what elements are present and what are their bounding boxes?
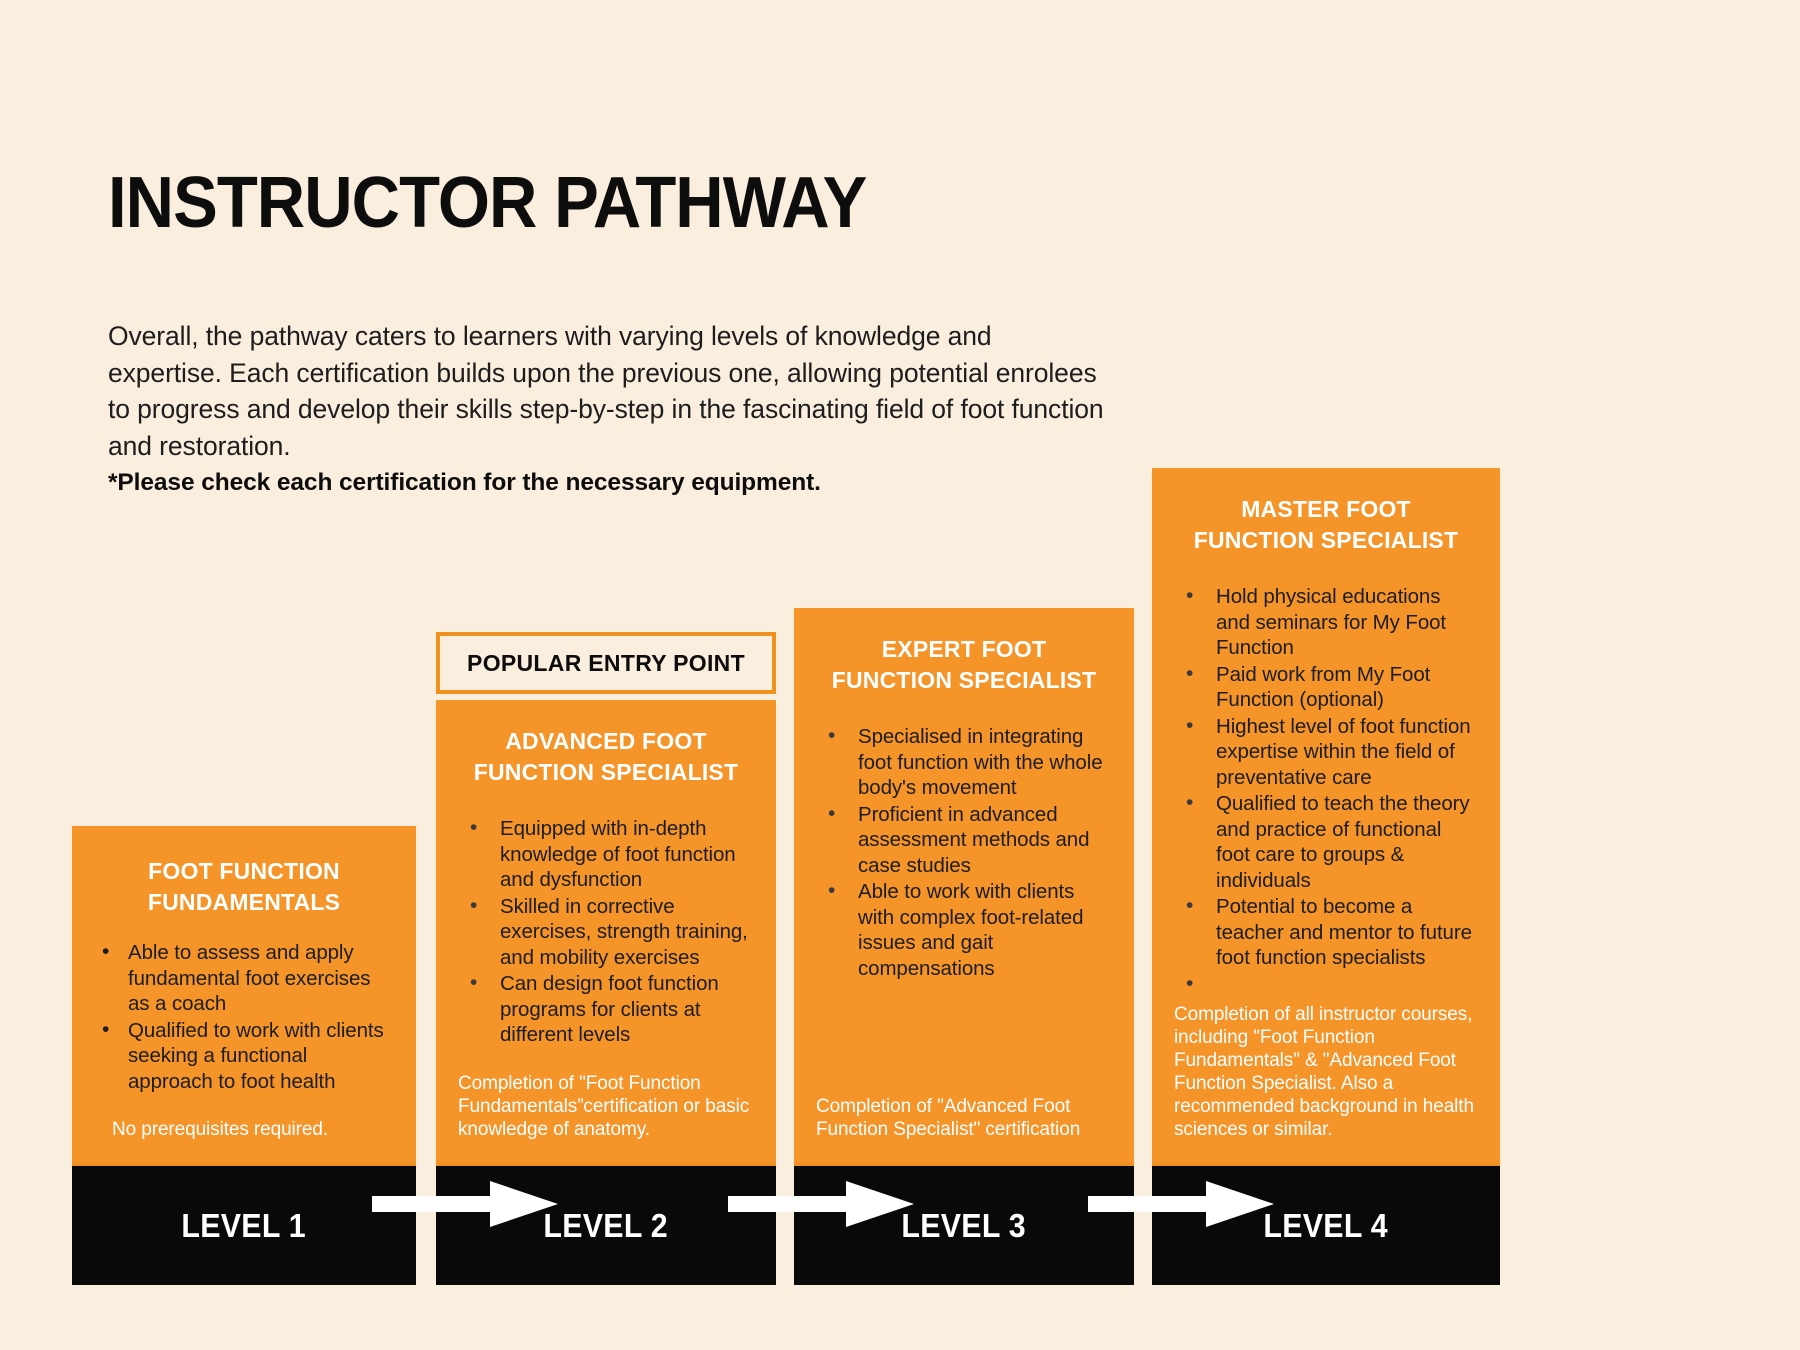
list-item: Highest level of foot function expertise… [1174,713,1478,791]
level-bar-level-3: LEVEL 3 [794,1163,1134,1285]
list-item: Hold physical educations and seminars fo… [1174,583,1478,661]
benefit-list-level-1: Able to assess and apply fundamental foo… [94,939,394,1095]
prerequisite-note-level-4: Completion of all instructor courses, in… [1174,1004,1474,1140]
card-title-line-1: ADVANCED FOOT [505,728,707,754]
benefit-list-level-4: Hold physical educations and seminars fo… [1174,583,1478,996]
level-label-level-2: LEVEL 2 [543,1206,669,1244]
benefit-list-level-2: Equipped with in-depth knowledge of foot… [458,815,754,1048]
list-item: Proficient in advanced assessment method… [816,801,1112,879]
card-title-line-1: FOOT FUNCTION [148,858,340,884]
level-label-level-3: LEVEL 3 [901,1206,1027,1244]
card-title-level-3: EXPERT FOOT FUNCTION SPECIALIST [816,608,1112,696]
card-title-line-1: MASTER FOOT [1241,496,1411,522]
intro-paragraph: Overall, the pathway caters to learners … [108,321,1104,461]
level-label-level-1: LEVEL 1 [181,1206,307,1244]
list-item: Qualified to work with clients seeking a… [94,1017,394,1095]
list-item: Equipped with in-depth knowledge of foot… [458,815,754,893]
prerequisite-note-level-3: Completion of "Advanced Foot Function Sp… [816,1096,1081,1140]
list-item: Paid work from My Foot Function (optiona… [1174,661,1478,713]
pathway-column-level-2: POPULAR ENTRY POINT ADVANCED FOOT FUNCTI… [436,632,776,1285]
level-bar-level-4: LEVEL 4 [1152,1163,1500,1285]
pathway-column-level-3: EXPERT FOOT FUNCTION SPECIALIST Speciali… [794,608,1134,1285]
prerequisite-note-level-2: Completion of "Foot Function Fundamental… [458,1073,750,1140]
list-item: Skilled in corrective exercises, strengt… [458,893,754,971]
card-title-line-2: FUNDAMENTALS [147,889,341,915]
benefit-list-level-3: Specialised in integrating foot function… [816,723,1112,981]
card-title-level-4: MASTER FOOT FUNCTION SPECIALIST [1174,468,1478,556]
card-title-line-2: FUNCTION SPECIALIST [473,759,739,785]
prerequisite-note-level-1: No prerequisites required. [112,1119,329,1140]
pathway-column-level-1: FOOT FUNCTION FUNDAMENTALS Able to asses… [72,826,416,1285]
card-title-level-1: FOOT FUNCTION FUNDAMENTALS [94,826,394,918]
card-title-line-2: FUNCTION SPECIALIST [831,667,1097,693]
popular-entry-point-banner: POPULAR ENTRY POINT [436,632,776,694]
intro-equipment-note: *Please check each certification for the… [108,469,821,496]
list-item: Qualified to teach the theory and practi… [1174,790,1478,893]
list-item: Can design foot function programs for cl… [458,970,754,1048]
certification-card-level-2: ADVANCED FOOT FUNCTION SPECIALIST Equipp… [436,700,776,1163]
level-bar-level-2: LEVEL 2 [436,1163,776,1285]
certification-card-level-1: FOOT FUNCTION FUNDAMENTALS Able to asses… [72,826,416,1163]
intro-block: Overall, the pathway caters to learners … [108,318,1108,500]
level-label-level-4: LEVEL 4 [1263,1206,1389,1244]
pathway-column-level-4: MASTER FOOT FUNCTION SPECIALIST Hold phy… [1152,468,1500,1285]
card-title-line-1: EXPERT FOOT [881,636,1047,662]
list-item: Potential to become a teacher and mentor… [1174,893,1478,971]
page-title: INSTRUCTOR PATHWAY [108,163,867,243]
list-item: Specialised in integrating foot function… [816,723,1112,801]
certification-card-level-4: MASTER FOOT FUNCTION SPECIALIST Hold phy… [1152,468,1500,1163]
list-item: Able to assess and apply fundamental foo… [94,939,394,1017]
list-item: Able to work with clients with complex f… [816,878,1112,981]
popular-entry-point-label: POPULAR ENTRY POINT [467,649,745,676]
card-title-line-2: FUNCTION SPECIALIST [1193,527,1459,553]
certification-card-level-3: EXPERT FOOT FUNCTION SPECIALIST Speciali… [794,608,1134,1163]
card-title-level-2: ADVANCED FOOT FUNCTION SPECIALIST [458,700,754,788]
level-bar-level-1: LEVEL 1 [72,1163,416,1285]
